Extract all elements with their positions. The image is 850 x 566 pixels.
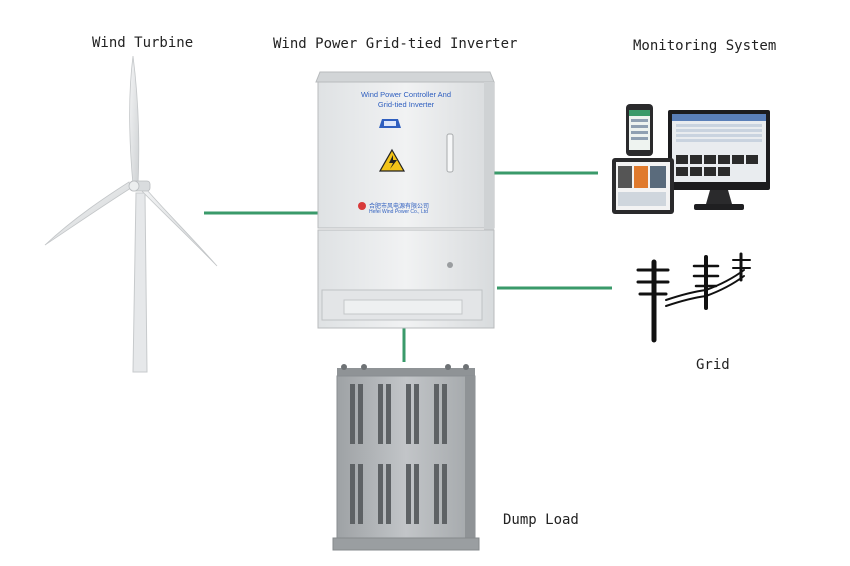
dump-load [332, 364, 480, 551]
cabinet-vent-slot [343, 299, 463, 315]
cabinet-handle [446, 133, 454, 173]
power-pole-icon [636, 252, 751, 343]
label-monitoring-system: Monitoring System [633, 38, 777, 54]
company-logo [358, 202, 366, 210]
cabinet-side [484, 82, 494, 328]
high-voltage-warning-icon [378, 148, 406, 172]
inverter-cabinet [315, 71, 495, 329]
tablet-icon [612, 158, 674, 214]
phone-icon [626, 104, 653, 156]
wind-turbine-icon [44, 55, 218, 373]
cabinet-upper-door [317, 81, 495, 229]
turbine-hub [128, 180, 140, 192]
cabinet-title-line2: Grid-tied Inverter [377, 100, 435, 109]
turbine-tower [132, 192, 148, 373]
dump-load-vents [350, 384, 447, 524]
company-name-en: Hefei Wind Power Co., Ltd [369, 209, 428, 215]
monitoring-devices [612, 104, 770, 214]
label-dump-load: Dump Load [503, 512, 579, 528]
cabinet-roof [315, 71, 495, 83]
cabinet-title-line1: Wind Power Controller And [360, 90, 452, 99]
label-wind-turbine: Wind Turbine [92, 35, 194, 51]
dump-load-base [332, 537, 480, 551]
turbine-blade-left [44, 181, 132, 246]
connector-lines [204, 171, 612, 362]
monitor-icon [668, 110, 770, 210]
label-grid: Grid [696, 357, 730, 373]
turbine-blade-up [129, 55, 140, 186]
cabinet-lock [447, 262, 453, 268]
dump-load-top [337, 368, 475, 376]
company-name-cn: 合肥市风电源有限公司 [369, 204, 430, 210]
turbine-blade-right [138, 182, 218, 267]
label-inverter: Wind Power Grid-tied Inverter [273, 36, 518, 52]
